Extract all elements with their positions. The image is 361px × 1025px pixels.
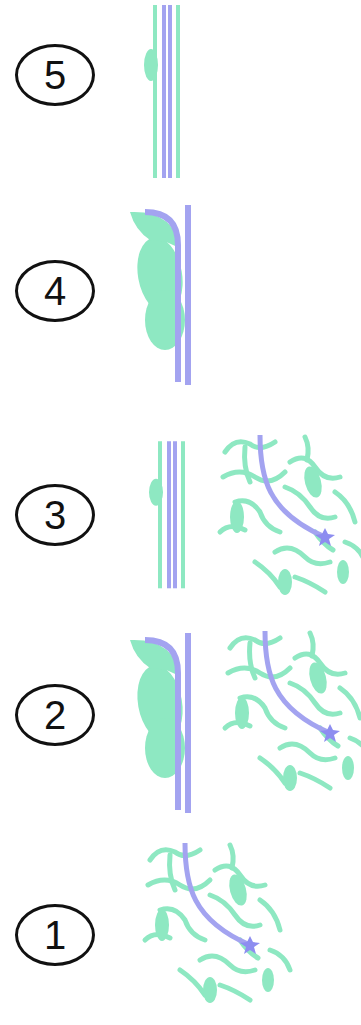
callout-number: 3 [44, 495, 66, 535]
callout-circle: 1 [15, 904, 95, 966]
callout-number: 1 [44, 915, 66, 955]
callout-number: 2 [44, 695, 66, 735]
callout-circle: 4 [15, 260, 95, 322]
callout-circle: 5 [15, 44, 95, 106]
callout-number: 5 [44, 55, 66, 95]
callout-number: 4 [44, 271, 66, 311]
callout-circle: 3 [15, 484, 95, 546]
callout-circle: 2 [15, 684, 95, 746]
